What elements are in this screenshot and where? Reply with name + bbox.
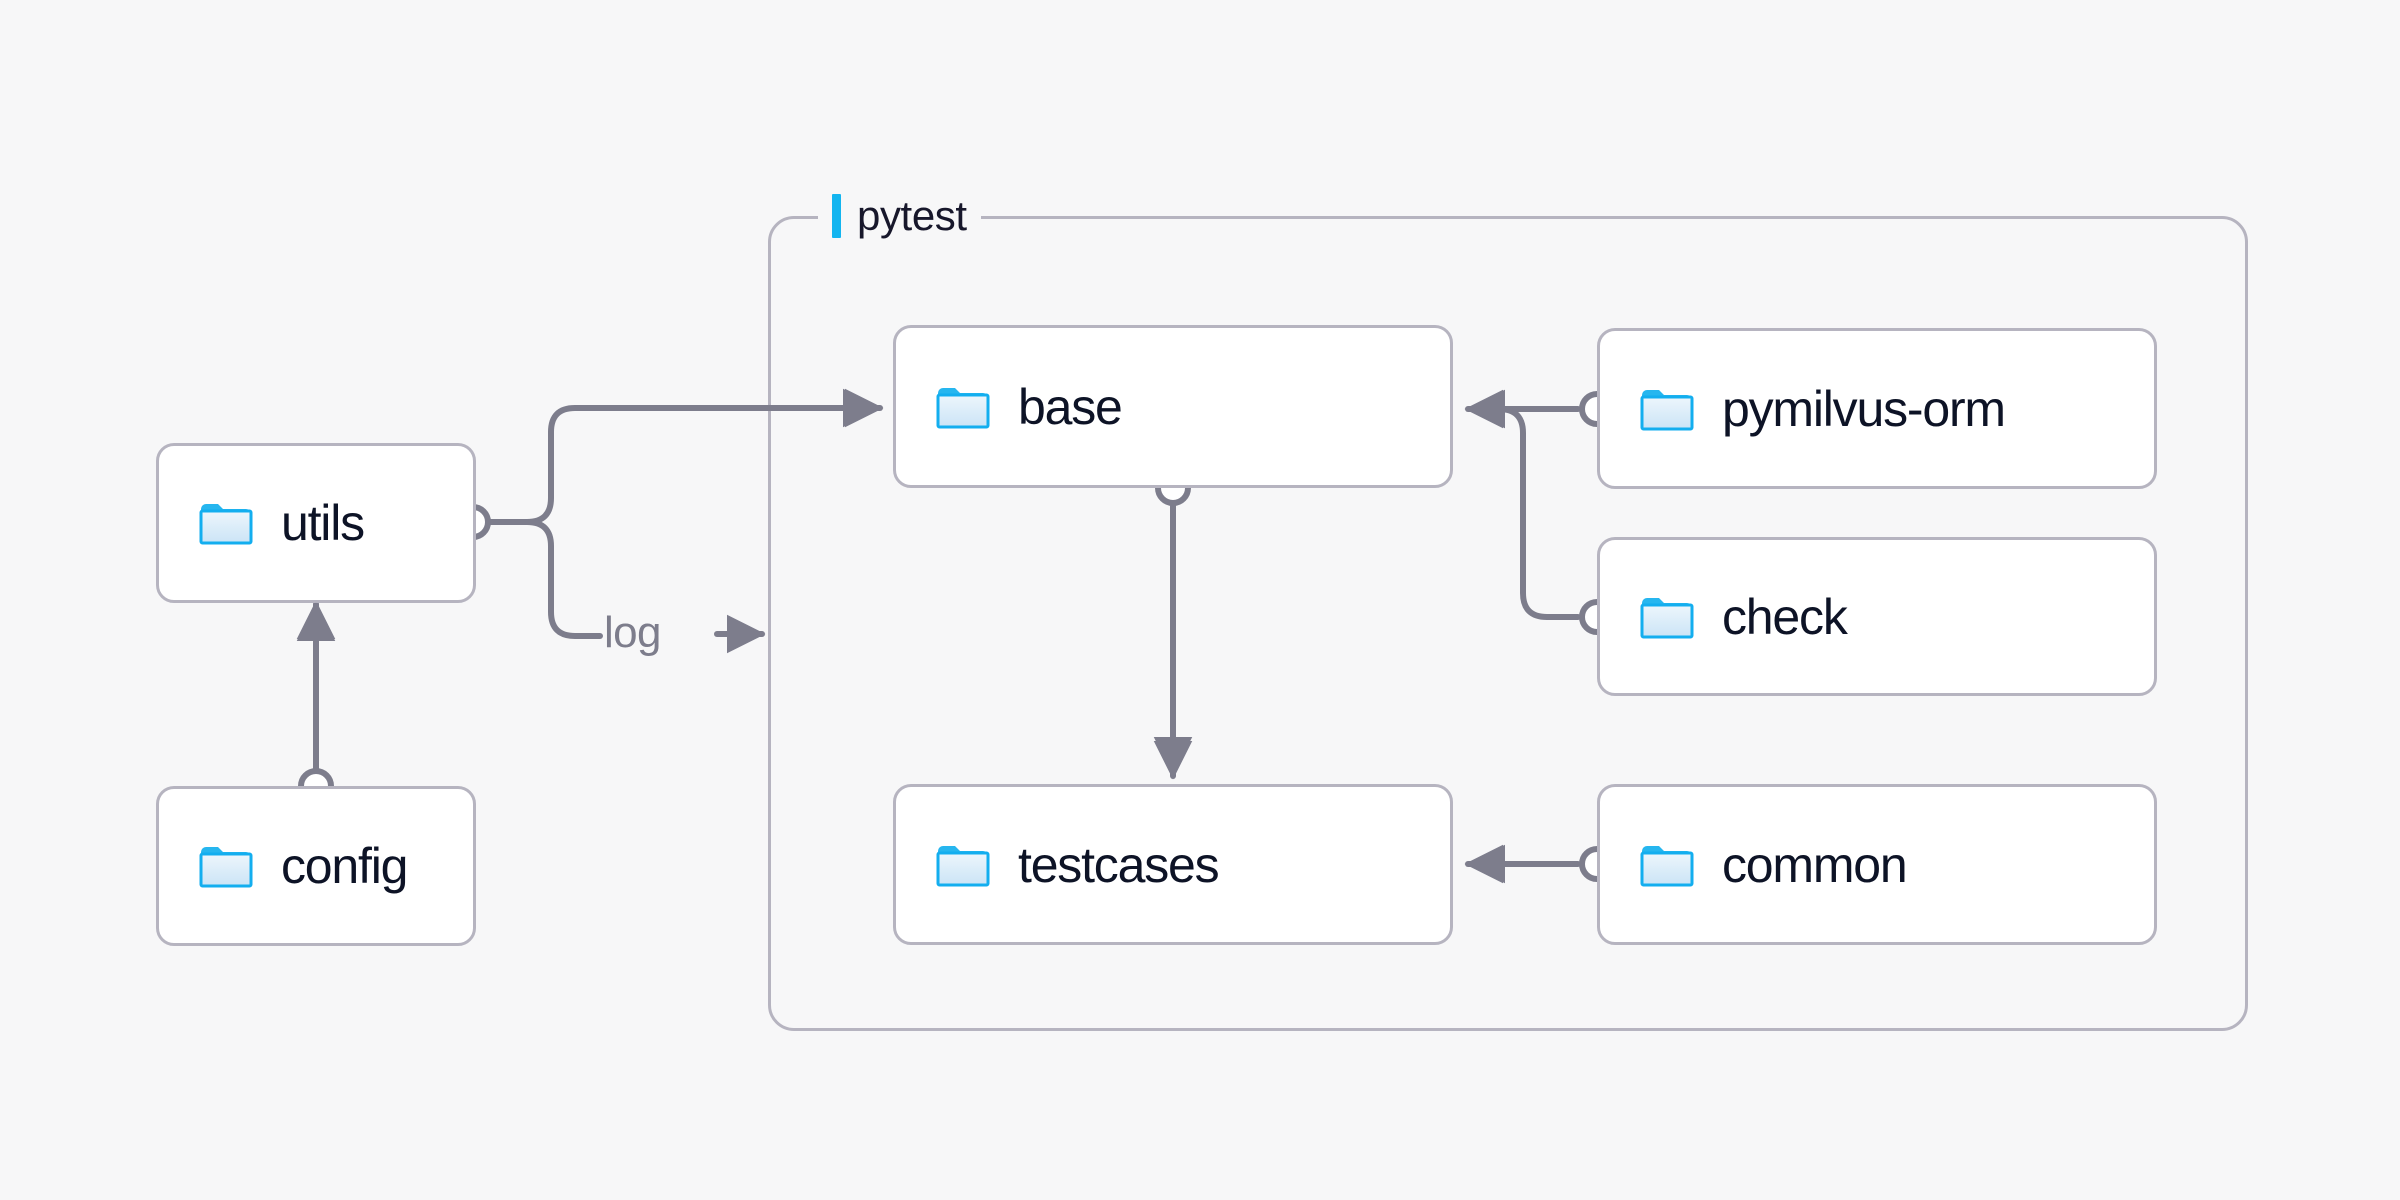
- node-check[interactable]: check: [1597, 537, 2157, 696]
- folder-icon: [1640, 594, 1694, 640]
- group-accent-bar-icon: [832, 194, 841, 238]
- group-pytest-label: pytest: [818, 194, 981, 238]
- node-base[interactable]: base: [893, 325, 1453, 488]
- folder-icon: [199, 500, 253, 546]
- folder-icon: [936, 842, 990, 888]
- node-config[interactable]: config: [156, 786, 476, 946]
- node-testcases[interactable]: testcases: [893, 784, 1453, 945]
- node-testcases-label: testcases: [1018, 836, 1220, 893]
- node-config-label: config: [281, 838, 408, 894]
- edge-label-log: log: [604, 608, 662, 657]
- folder-icon: [199, 843, 253, 889]
- group-pytest-label-text: pytest: [857, 192, 967, 239]
- node-utils[interactable]: utils: [156, 443, 476, 603]
- node-pymilvus-orm[interactable]: pymilvus-orm: [1597, 328, 2157, 489]
- folder-icon: [1640, 842, 1694, 888]
- folder-icon: [936, 384, 990, 430]
- node-base-label: base: [1018, 378, 1123, 435]
- node-common[interactable]: common: [1597, 784, 2157, 945]
- node-pymilvus-orm-label: pymilvus-orm: [1722, 380, 2006, 437]
- node-check-label: check: [1722, 588, 1848, 645]
- node-common-label: common: [1722, 836, 1908, 893]
- node-utils-label: utils: [281, 495, 365, 551]
- group-pytest[interactable]: [768, 216, 2248, 1031]
- folder-icon: [1640, 386, 1694, 432]
- edge-utils-to-log: [524, 519, 603, 639]
